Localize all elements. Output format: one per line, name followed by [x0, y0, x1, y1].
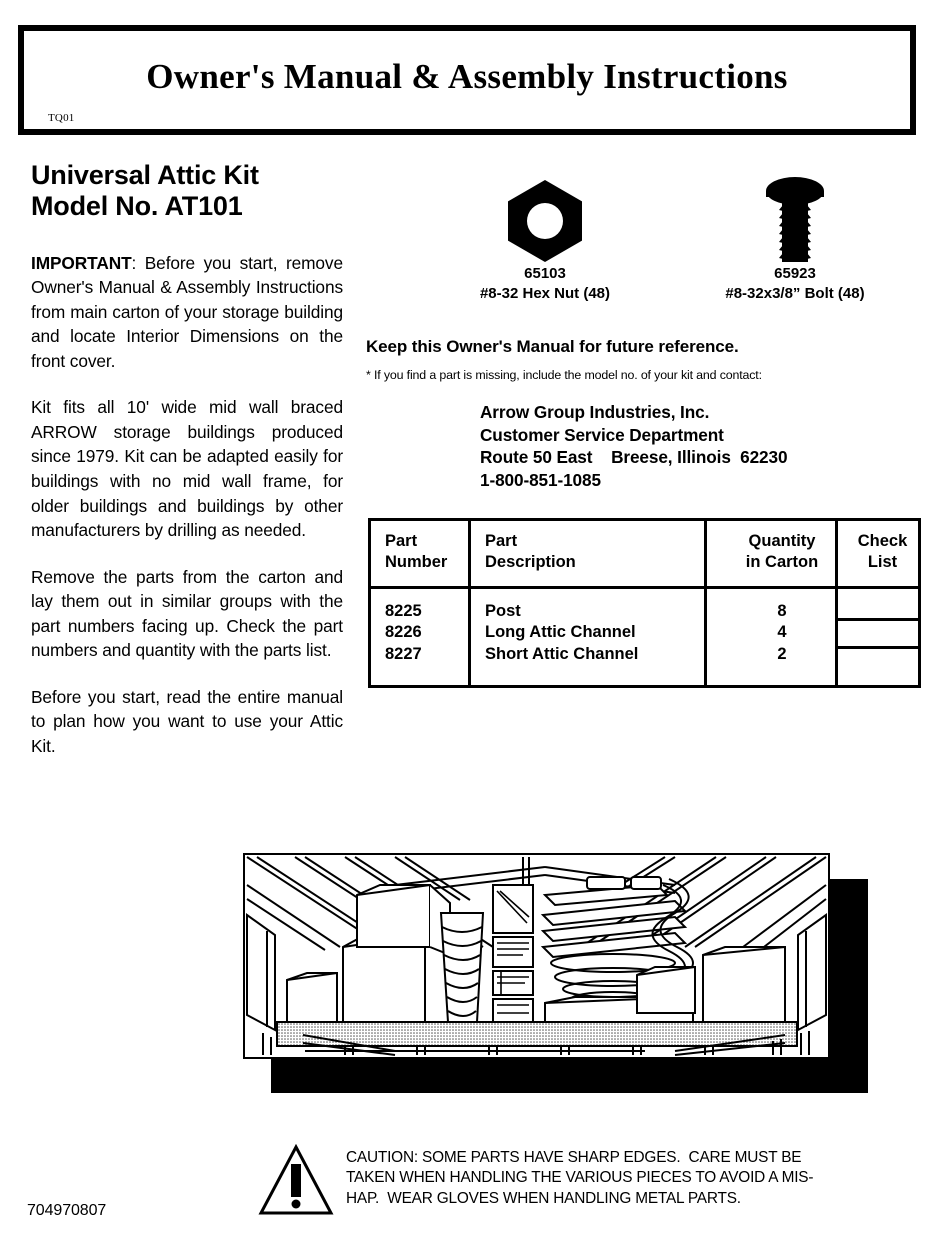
- check-list-divider-1: [838, 618, 921, 621]
- table-row: 8227: [385, 644, 422, 663]
- header-part-number-line2: Number: [385, 553, 448, 572]
- missing-part-notice: * If you find a part is missing, include…: [366, 368, 762, 382]
- important-body: : Before you start, remove Owner's Manua…: [31, 252, 343, 371]
- caution-line-2: TAKEN WHEN HANDLING THE VARIOUS PIECES T…: [346, 1169, 814, 1187]
- caution-line-1: CAUTION: SOME PARTS HAVE SHARP EDGES. CA…: [346, 1149, 802, 1166]
- table-row: 2: [777, 644, 787, 663]
- contact-department: Customer Service Department: [480, 424, 724, 445]
- header-part-description-line2: Description: [485, 553, 576, 572]
- bolt-art: [680, 172, 910, 264]
- keep-manual-notice: Keep this Owner's Manual for future refe…: [366, 337, 739, 356]
- header-check-list-line2: List: [867, 553, 898, 572]
- table-column-divider-3: [835, 521, 838, 685]
- table-column-quantities: 8 4 2: [718, 601, 846, 665]
- hex-nut-icon: [508, 180, 582, 262]
- title-banner: Owner's Manual & Assembly Instructions T…: [18, 25, 916, 135]
- table-column-part-numbers: 8225 8226 8227: [385, 601, 422, 665]
- hex-nut-description: #8-32 Hex Nut (48): [479, 284, 611, 302]
- illustration-frame: [243, 853, 830, 1059]
- hex-nut-part-number: 65103: [524, 265, 566, 282]
- contact-phone: 1-800-851-1085: [480, 469, 601, 490]
- caution-block: CAUTION: SOME PARTS HAVE SHARP EDGES. CA…: [258, 1144, 898, 1236]
- table-row: 8226: [385, 623, 422, 642]
- paragraph-read-first: Before you start, read the entire manual…: [31, 686, 343, 756]
- product-model: Model No. AT101: [31, 191, 243, 222]
- table-row: Long Attic Channel: [485, 623, 636, 642]
- table-column-divider-2: [704, 521, 707, 685]
- bolt-description: #8-32x3/8” Bolt (48): [725, 284, 865, 302]
- product-name: Universal Attic Kit: [31, 160, 259, 190]
- table-row: 4: [777, 623, 787, 642]
- header-quantity-line1: Quantity: [748, 532, 816, 550]
- header-part-description: Part Description: [485, 531, 576, 574]
- contact-block: Arrow Group Industries, Inc. Customer Se…: [480, 401, 788, 491]
- header-quantity: Quantity in Carton: [718, 531, 846, 574]
- bolt-caption: 65923 #8-32x3/8” Bolt (48): [680, 264, 910, 304]
- header-check-list-line1: Check: [857, 532, 908, 550]
- hex-nut-hole: [527, 203, 563, 239]
- header-quantity-line2: in Carton: [745, 553, 819, 572]
- bolt-part-number: 65923: [774, 265, 816, 282]
- caution-text: CAUTION: SOME PARTS HAVE SHARP EDGES. CA…: [346, 1148, 894, 1209]
- header-part-description-line1: Part: [485, 532, 518, 550]
- important-label: IMPORTANT: [31, 252, 132, 273]
- header-part-number-line1: Part: [385, 532, 418, 550]
- hardware-item-bolt: 65923 #8-32x3/8” Bolt (48): [680, 172, 910, 304]
- caution-line-3: HAP. WEAR GLOVES WHEN HANDLING METAL PAR…: [346, 1189, 741, 1207]
- footer-document-number: 704970807: [27, 1202, 107, 1219]
- product-title: Universal Attic Kit Model No. AT101: [31, 160, 343, 223]
- paragraph-fitment: Kit fits all 10' wide mid wall braced AR…: [31, 397, 343, 541]
- paragraph-unpack: Remove the parts from the carton and lay…: [31, 566, 343, 661]
- attic-storage-illustration: [243, 853, 868, 1093]
- check-list-divider-2: [838, 646, 921, 649]
- illustration-artwork: [245, 855, 828, 1057]
- parts-table-header-row: [371, 521, 918, 589]
- hex-nut-art: [430, 172, 660, 264]
- left-column: Universal Attic Kit Model No. AT101 IMPO…: [31, 160, 343, 758]
- bolt-icon: [766, 177, 824, 262]
- page-title: Owner's Manual & Assembly Instructions: [146, 57, 788, 96]
- table-row: 8225: [385, 602, 422, 620]
- hex-nut-caption: 65103 #8-32 Hex Nut (48): [430, 264, 660, 304]
- table-row: Short Attic Channel: [485, 644, 639, 663]
- table-column-divider-1: [468, 521, 471, 685]
- hardware-item-hex-nut: 65103 #8-32 Hex Nut (48): [430, 172, 660, 304]
- header-part-number: Part Number: [385, 531, 447, 574]
- contact-company: Arrow Group Industries, Inc.: [480, 402, 710, 422]
- parts-table: Part Number Part Description Quantity in…: [368, 518, 921, 688]
- header-check-list: Check List: [841, 531, 924, 574]
- table-column-descriptions: Post Long Attic Channel Short Attic Chan…: [485, 601, 638, 665]
- contact-address: Route 50 East Breese, Illinois 62230: [480, 447, 788, 468]
- warning-triangle-icon: [258, 1144, 334, 1215]
- important-paragraph: IMPORTANT: Before you start, remove Owne…: [31, 251, 343, 374]
- table-row: Post: [485, 602, 521, 620]
- table-row: 8: [777, 602, 787, 620]
- hardware-parts-group: 65103 #8-32 Hex Nut (48): [430, 172, 920, 322]
- document-code: TQ01: [48, 112, 75, 124]
